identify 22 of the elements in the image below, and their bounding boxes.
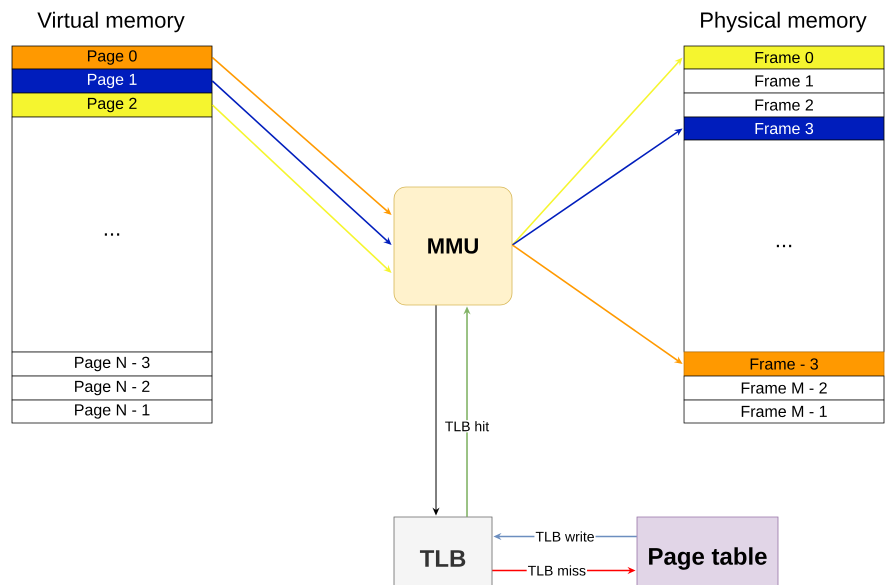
memory-cell: Frame 0: [684, 46, 884, 70]
mmu-box: MMU: [394, 186, 512, 306]
edge-label: TLB write: [534, 530, 596, 543]
memory-cell: Page N - 2: [12, 376, 212, 400]
column-heading: Physical memory: [701, 12, 867, 32]
memory-cell: Frame 1: [684, 68, 884, 94]
memory-cell: ...: [684, 140, 884, 352]
memory-cell: Frame 2: [684, 92, 884, 118]
memory-cell: Frame 3: [684, 116, 884, 140]
memory-cell: Page N - 1: [12, 400, 212, 424]
memory-cell: Page 2: [12, 92, 212, 118]
page-table-box: Page table: [636, 516, 778, 585]
memory-cell: Page N - 3: [12, 352, 212, 376]
edge-label: TLB hit: [444, 420, 490, 432]
edge-label: TLB miss: [526, 564, 588, 577]
memory-cell: Page 0: [12, 46, 212, 70]
tlb-box: TLB: [394, 516, 492, 585]
memory-cell: Frame - 3: [684, 352, 884, 376]
memory-cell: Frame M - 1: [684, 400, 884, 424]
memory-cell: Frame M - 2: [684, 376, 884, 400]
column-heading: Virtual memory: [37, 12, 185, 32]
memory-cell: Page 1: [12, 68, 212, 94]
